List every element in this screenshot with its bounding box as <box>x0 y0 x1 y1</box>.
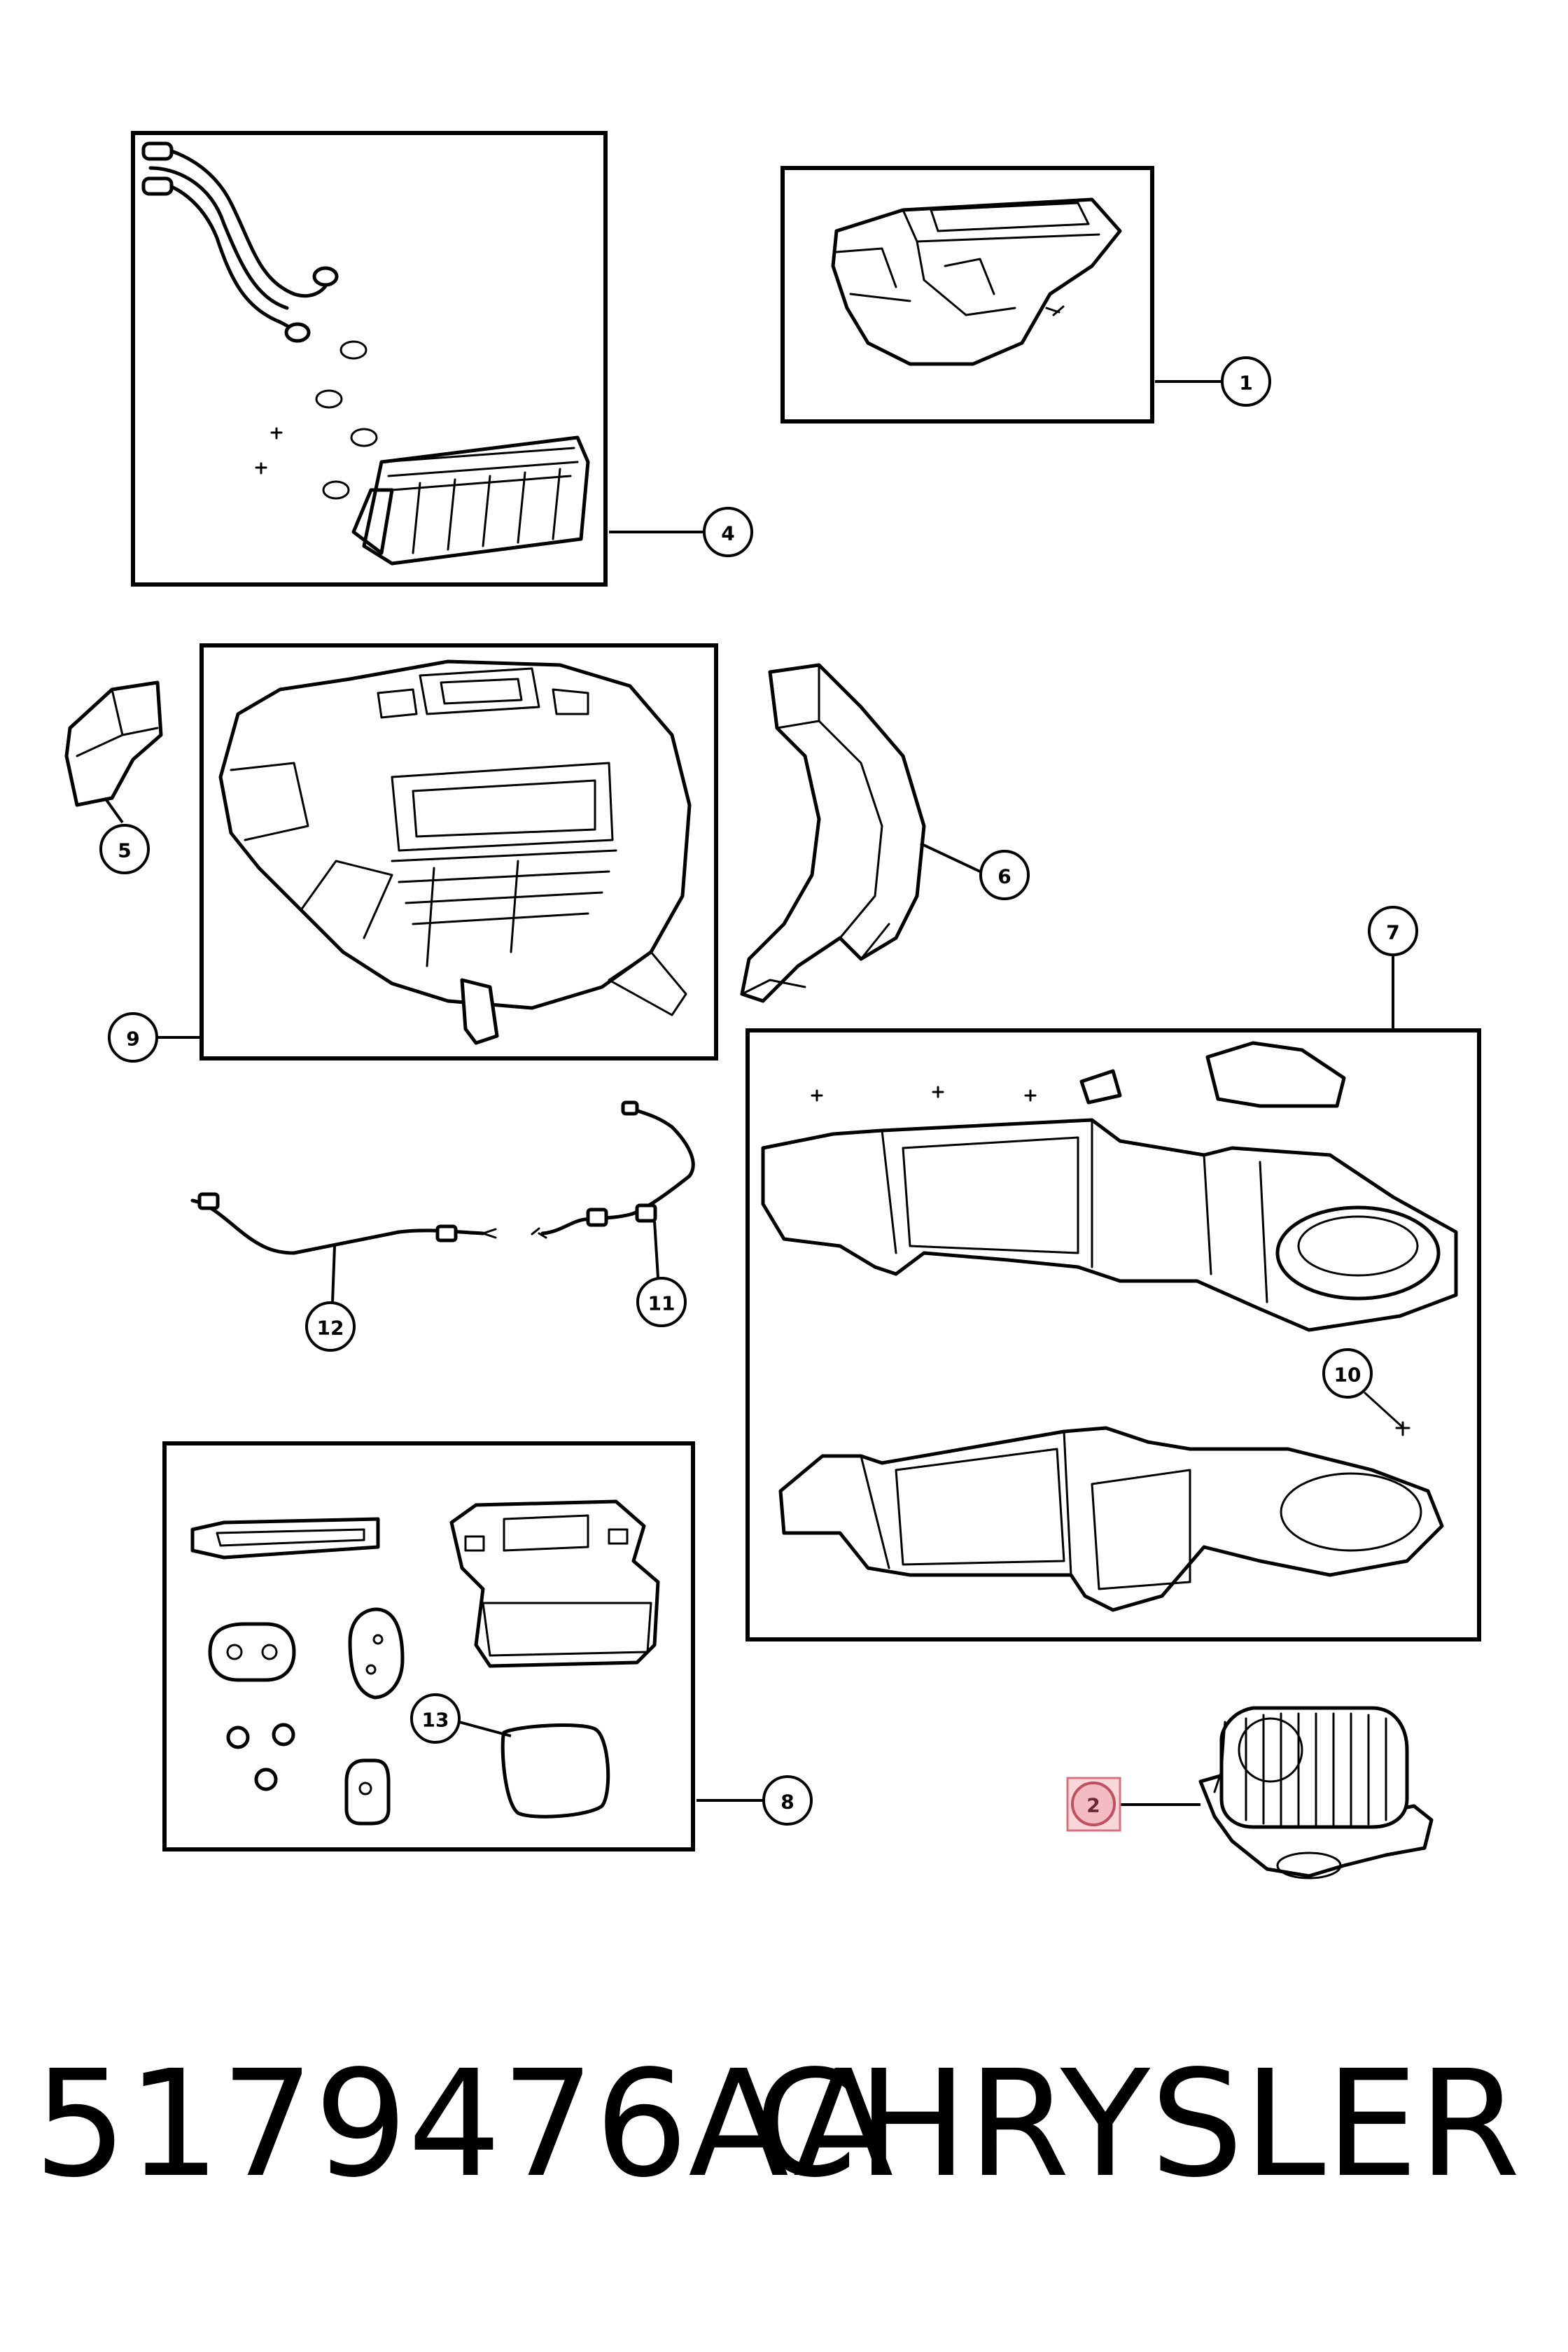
callout-10-label: 10 <box>1334 1364 1362 1387</box>
part-number-caption: 5179476AA <box>34 2038 894 2210</box>
callout-1: 1 <box>1221 356 1271 407</box>
callout-6: 6 <box>979 850 1030 900</box>
callout-4: 4 <box>703 507 753 557</box>
callout-7-label: 7 <box>1386 921 1399 944</box>
callout-5-label: 5 <box>118 839 131 862</box>
callout-12: 12 <box>305 1301 356 1352</box>
leader-13 <box>458 1721 512 1737</box>
callout-11: 11 <box>636 1277 687 1327</box>
box-part-7 <box>746 1028 1481 1642</box>
curved-duct-drawing <box>740 663 926 1003</box>
small-duct-drawing <box>64 680 163 807</box>
leader-11 <box>653 1221 659 1278</box>
leader-5 <box>104 797 124 824</box>
callout-2[interactable]: 2 <box>1066 1777 1121 1832</box>
screw-10-drawing <box>1364 1392 1410 1436</box>
leader-12 <box>331 1245 336 1303</box>
callout-9: 9 <box>108 1012 158 1063</box>
hvac-housing-drawing <box>218 659 692 1045</box>
callout-2-label: 2 <box>1086 1794 1100 1817</box>
callout-7: 7 <box>1368 906 1418 956</box>
brand-caption: CHRYSLER <box>754 2038 1520 2210</box>
callout-8: 8 <box>762 1775 813 1826</box>
leader-6 <box>920 842 981 873</box>
callout-1-label: 1 <box>1239 372 1252 395</box>
callout-8-label: 8 <box>780 1791 794 1814</box>
wire-harness-11-drawing <box>531 1100 695 1239</box>
callout-6-label: 6 <box>997 865 1011 888</box>
callout-11-label: 11 <box>648 1292 676 1315</box>
blower-motor-drawing <box>1198 1706 1434 1879</box>
heater-core-drawing <box>141 141 590 566</box>
wire-harness-12-drawing <box>190 1192 497 1255</box>
callout-13: 13 <box>410 1693 461 1744</box>
housing-lower-drawing <box>778 1426 1444 1612</box>
seal-kit-drawing <box>190 1499 660 1826</box>
callout-12-label: 12 <box>317 1317 344 1340</box>
callout-10: 10 <box>1322 1348 1373 1399</box>
box-part-9 <box>200 643 718 1060</box>
box-part-4 <box>131 131 608 587</box>
box-part-8 <box>162 1441 695 1851</box>
distribution-duct-drawing <box>831 197 1122 366</box>
housing-upper-drawing <box>761 1041 1458 1332</box>
callout-4-label: 4 <box>721 522 734 545</box>
callout-5: 5 <box>99 824 150 874</box>
callout-13-label: 13 <box>422 1709 449 1732</box>
callout-9-label: 9 <box>126 1028 139 1051</box>
box-part-1 <box>780 166 1154 424</box>
